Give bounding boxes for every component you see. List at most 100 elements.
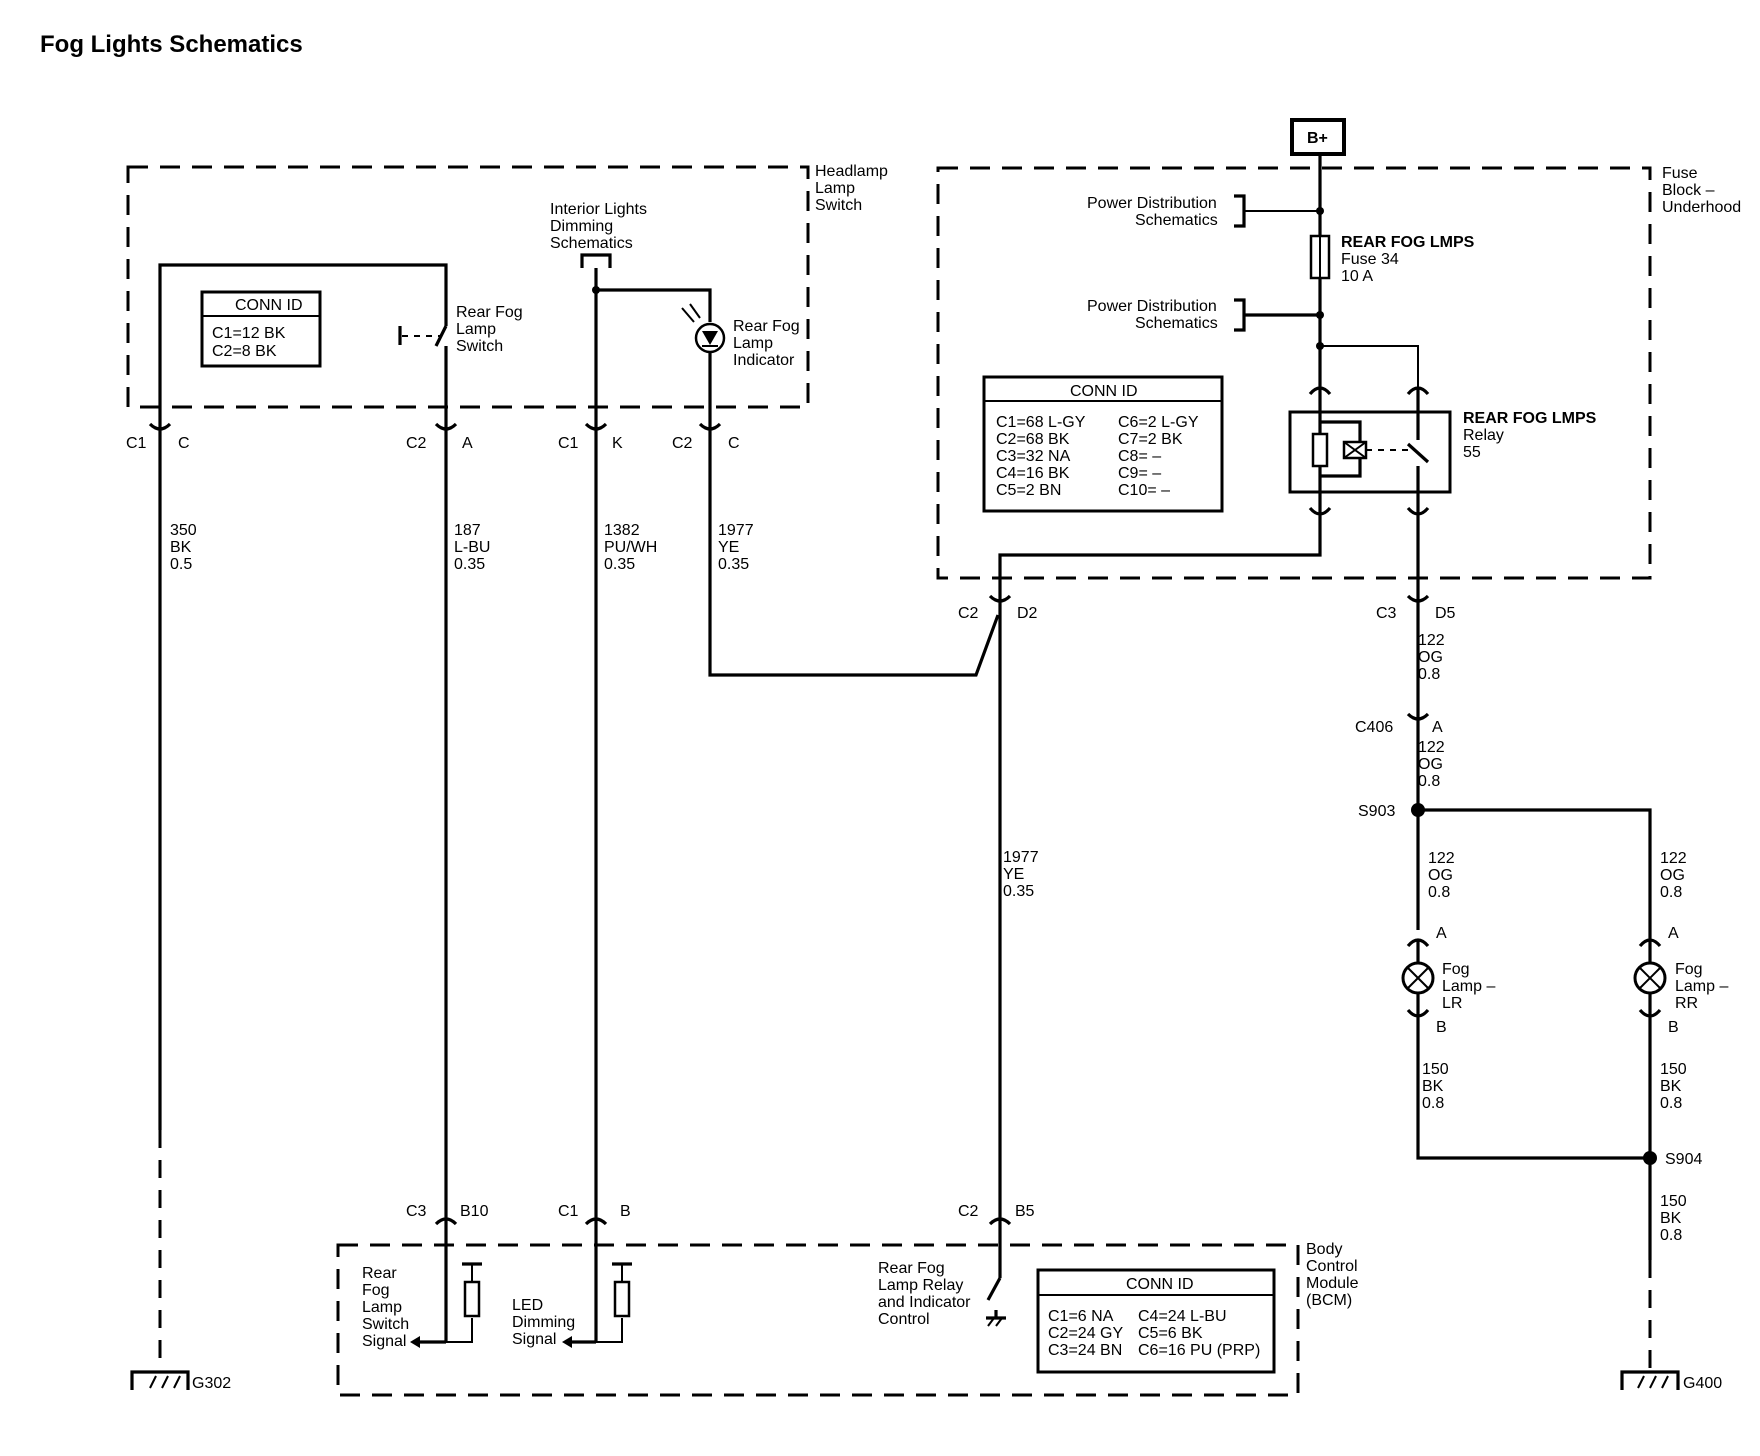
conn-c1-k-pin: K <box>612 435 623 452</box>
bcm-conn-l1: C1=6 NA <box>1048 1308 1114 1325</box>
wire-rr-bottom-color: BK <box>1660 1078 1682 1095</box>
wire-lr-bottom-size: 0.8 <box>1422 1095 1444 1112</box>
fuse-block-conn-id-table: CONN ID C1=68 L-GY C2=68 BK C3=32 NA C4=… <box>982 375 1224 513</box>
indicator-label-3: Indicator <box>733 352 795 369</box>
rear-fog-signal-4: Switch <box>362 1316 409 1333</box>
headlamp-switch-box <box>126 165 810 409</box>
bcm-conn-r2: C5=6 BK <box>1138 1325 1203 1342</box>
rear-fog-signal-5: Signal <box>362 1333 406 1350</box>
wire-c406-size: 0.8 <box>1418 773 1440 790</box>
wire-rr-bottom-num: 150 <box>1660 1061 1687 1078</box>
led-signal-2: Dimming <box>512 1314 575 1331</box>
fog-lamp-lr-label-1: Fog <box>1442 961 1470 978</box>
connector-symbol-c3-b10 <box>434 1210 458 1245</box>
wire-rr-top-color: OG <box>1660 867 1685 884</box>
wire-1977-ye <box>708 440 1000 677</box>
conn-c1-b-pin: B <box>620 1203 631 1220</box>
wire-1382-size: 0.35 <box>604 556 635 573</box>
headlamp-conn-id-title: CONN ID <box>235 297 303 314</box>
wire-s904-num: 150 <box>1660 1193 1687 1210</box>
fog-lamp-rr-pin-b: B <box>1668 1019 1679 1036</box>
indicator-feed-wire <box>596 288 712 322</box>
headlamp-ground-loop-wire <box>158 263 448 410</box>
wire-c406-num: 122 <box>1418 739 1445 756</box>
relay-control-4: Control <box>878 1311 930 1328</box>
fuse-label-1: REAR FOG LMPS <box>1341 234 1475 251</box>
fuse-conn-id-title: CONN ID <box>1070 383 1138 400</box>
wire-350-num: 350 <box>170 522 197 539</box>
headlamp-switch-name-3: Switch <box>815 197 862 214</box>
indicator-label-1: Rear Fog <box>733 318 800 335</box>
power-dist-1-line-2: Schematics <box>1135 212 1218 229</box>
fuse-conn-l2: C2=68 BK <box>996 431 1070 448</box>
connector-symbol-c2-a <box>434 410 458 440</box>
headlamp-switch-name-1: Headlamp <box>815 163 888 180</box>
led-signal-3: Signal <box>512 1331 556 1348</box>
connector-symbol-c406 <box>1406 700 1430 810</box>
fuse-conn-r1: C6=2 L-GY <box>1118 414 1199 431</box>
bcm-conn-id-table: CONN ID C1=6 NA C2=24 GY C3=24 BN C4=24 … <box>1036 1268 1276 1374</box>
conn-c2-b5-label: C2 <box>958 1203 979 1220</box>
connector-symbol-c3-d5 <box>1406 590 1430 700</box>
fuse-block-name-2: Block – <box>1662 182 1715 199</box>
bcm-pullup-resistor-2 <box>562 1245 632 1348</box>
headlamp-switch-name-2: Lamp <box>815 180 855 197</box>
wire-d5-num: 122 <box>1418 632 1445 649</box>
bcm-conn-id-title: CONN ID <box>1126 1276 1194 1293</box>
fog-lamp-lr-pin-b: B <box>1436 1019 1447 1036</box>
power-dist-2-bracket <box>1234 298 1246 332</box>
conn-c3-b10-pin: B10 <box>460 1203 489 1220</box>
wire-lr-top-color: OG <box>1428 867 1453 884</box>
wire-1382-num: 1382 <box>604 522 640 539</box>
interior-lights-label-2: Dimming <box>550 218 613 235</box>
fog-lamp-lr-pin-a: A <box>1436 925 1447 942</box>
c406-label: C406 <box>1355 719 1393 736</box>
bcm-box <box>336 1243 1300 1397</box>
fuse-conn-l4: C4=16 BK <box>996 465 1070 482</box>
fog-lamp-rr-bulb-icon <box>1633 930 1667 1018</box>
wire-d5-size: 0.8 <box>1418 666 1440 683</box>
b-plus-label: B+ <box>1307 130 1328 147</box>
power-dist-2-line-1: Power Distribution <box>1087 298 1217 315</box>
bcm-conn-l2: C2=24 GY <box>1048 1325 1123 1342</box>
ground-g400-icon <box>1620 1370 1680 1390</box>
conn-c1-k-label: C1 <box>558 435 579 452</box>
bcm-pullup-resistor-1 <box>410 1245 482 1348</box>
relay-label-2: Relay <box>1463 427 1504 444</box>
wire-d5-color: OG <box>1418 649 1443 666</box>
dimming-splice-dot <box>592 286 600 294</box>
fuse-conn-l1: C1=68 L-GY <box>996 414 1086 431</box>
relay-coil-output-wire <box>998 516 1322 590</box>
bcm-name-3: Module <box>1306 1275 1359 1292</box>
b-plus-source: B+ <box>1290 118 1346 156</box>
conn-c2-a-label: C2 <box>406 435 427 452</box>
relay-control-2: Lamp Relay <box>878 1277 963 1294</box>
conn-c2-d2-pin: D2 <box>1017 605 1038 622</box>
relay-feed-dot <box>1316 342 1324 350</box>
wire-c406-color: OG <box>1418 756 1443 773</box>
wire-s904-size: 0.8 <box>1660 1227 1682 1244</box>
fuse-conn-r2: C7=2 BK <box>1118 431 1183 448</box>
power-dist-2-line-2: Schematics <box>1135 315 1218 332</box>
conn-c1-c-pin: C <box>178 435 190 452</box>
splice-s904-dot <box>1643 1151 1657 1165</box>
interior-lights-connector <box>580 253 612 268</box>
wire-187-size: 0.35 <box>454 556 485 573</box>
relay-control-3: and Indicator <box>878 1294 971 1311</box>
wire-rr-top-num: 122 <box>1660 850 1687 867</box>
wire-lr-bottom-color: BK <box>1422 1078 1444 1095</box>
bcm-name-1: Body <box>1306 1241 1342 1258</box>
rear-fog-indicator-led-icon <box>681 303 726 410</box>
wire-rr-top-size: 0.8 <box>1660 884 1682 901</box>
ground-g400-label: G400 <box>1683 1375 1722 1392</box>
fuse-label-2: Fuse 34 <box>1341 251 1399 268</box>
wire-s904-color: BK <box>1660 1210 1682 1227</box>
connector-symbol-c2-b5 <box>988 1210 1012 1245</box>
conn-c3-d5-pin: D5 <box>1435 605 1456 622</box>
lr-to-s904-wire <box>1416 1016 1650 1160</box>
power-dist-1-bracket <box>1234 194 1246 228</box>
rear-fog-switch-label-2: Lamp <box>456 321 496 338</box>
headlamp-conn-id-table: CONN ID C1=12 BK C2=8 BK <box>200 290 322 368</box>
fog-lamp-rr-pin-a: A <box>1668 925 1679 942</box>
bcm-conn-l3: C3=24 BN <box>1048 1342 1122 1359</box>
